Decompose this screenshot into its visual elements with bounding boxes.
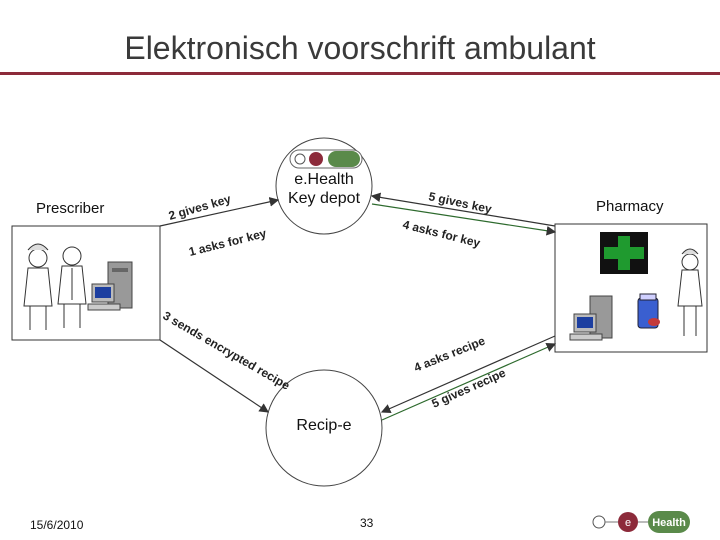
arrow-3-line <box>159 339 269 413</box>
logo-health-text: Health <box>652 517 686 529</box>
ehealth-logo-small <box>289 149 363 169</box>
pharmacy-cross-icon <box>600 232 648 274</box>
footer-date: 15/6/2010 <box>30 518 84 532</box>
doctor-male-illustration <box>57 246 87 328</box>
arrow-5-recipe-line <box>381 342 557 421</box>
arrow-1-label: 1 asks for key <box>187 226 268 259</box>
prescriber-label: Prescriber <box>36 200 105 217</box>
arrow-4-key-line <box>370 192 556 227</box>
page-title: Elektronisch voorschrift ambulant <box>124 30 596 66</box>
logo-e-text: e <box>625 517 631 529</box>
pharmacist-illustration <box>677 248 703 336</box>
arrow-2-label: 2 gives key <box>167 192 233 223</box>
computer-icon-prescriber <box>87 261 133 311</box>
arrow-5-recipe-label: 5 gives recipe <box>430 366 509 411</box>
arrow-3-label: 3 sends encrypted recipe <box>161 308 293 392</box>
key-depot-label: e.Health Key depot <box>287 171 361 207</box>
doctor-female-illustration <box>23 243 53 330</box>
arrow-1-line <box>159 197 280 227</box>
arrow-5-key-line <box>371 203 557 236</box>
arrow-4-recipe-label: 4 asks recipe <box>412 333 487 374</box>
recipe-circle <box>265 369 383 487</box>
pharmacy-label: Pharmacy <box>596 198 664 215</box>
medicine-bottle-icon <box>637 293 660 329</box>
arrow-4-recipe-line <box>380 335 556 414</box>
title-rule <box>0 72 720 75</box>
computer-icon-pharmacy <box>569 295 613 341</box>
arrow-5-key-label: 5 gives key <box>427 189 493 216</box>
recipe-label: Recip-e <box>296 417 352 434</box>
arrow-4-key-label: 4 asks for key <box>401 217 482 250</box>
footer-page-number: 33 <box>360 516 374 530</box>
ehealth-logo-footer: e Health <box>592 511 690 533</box>
